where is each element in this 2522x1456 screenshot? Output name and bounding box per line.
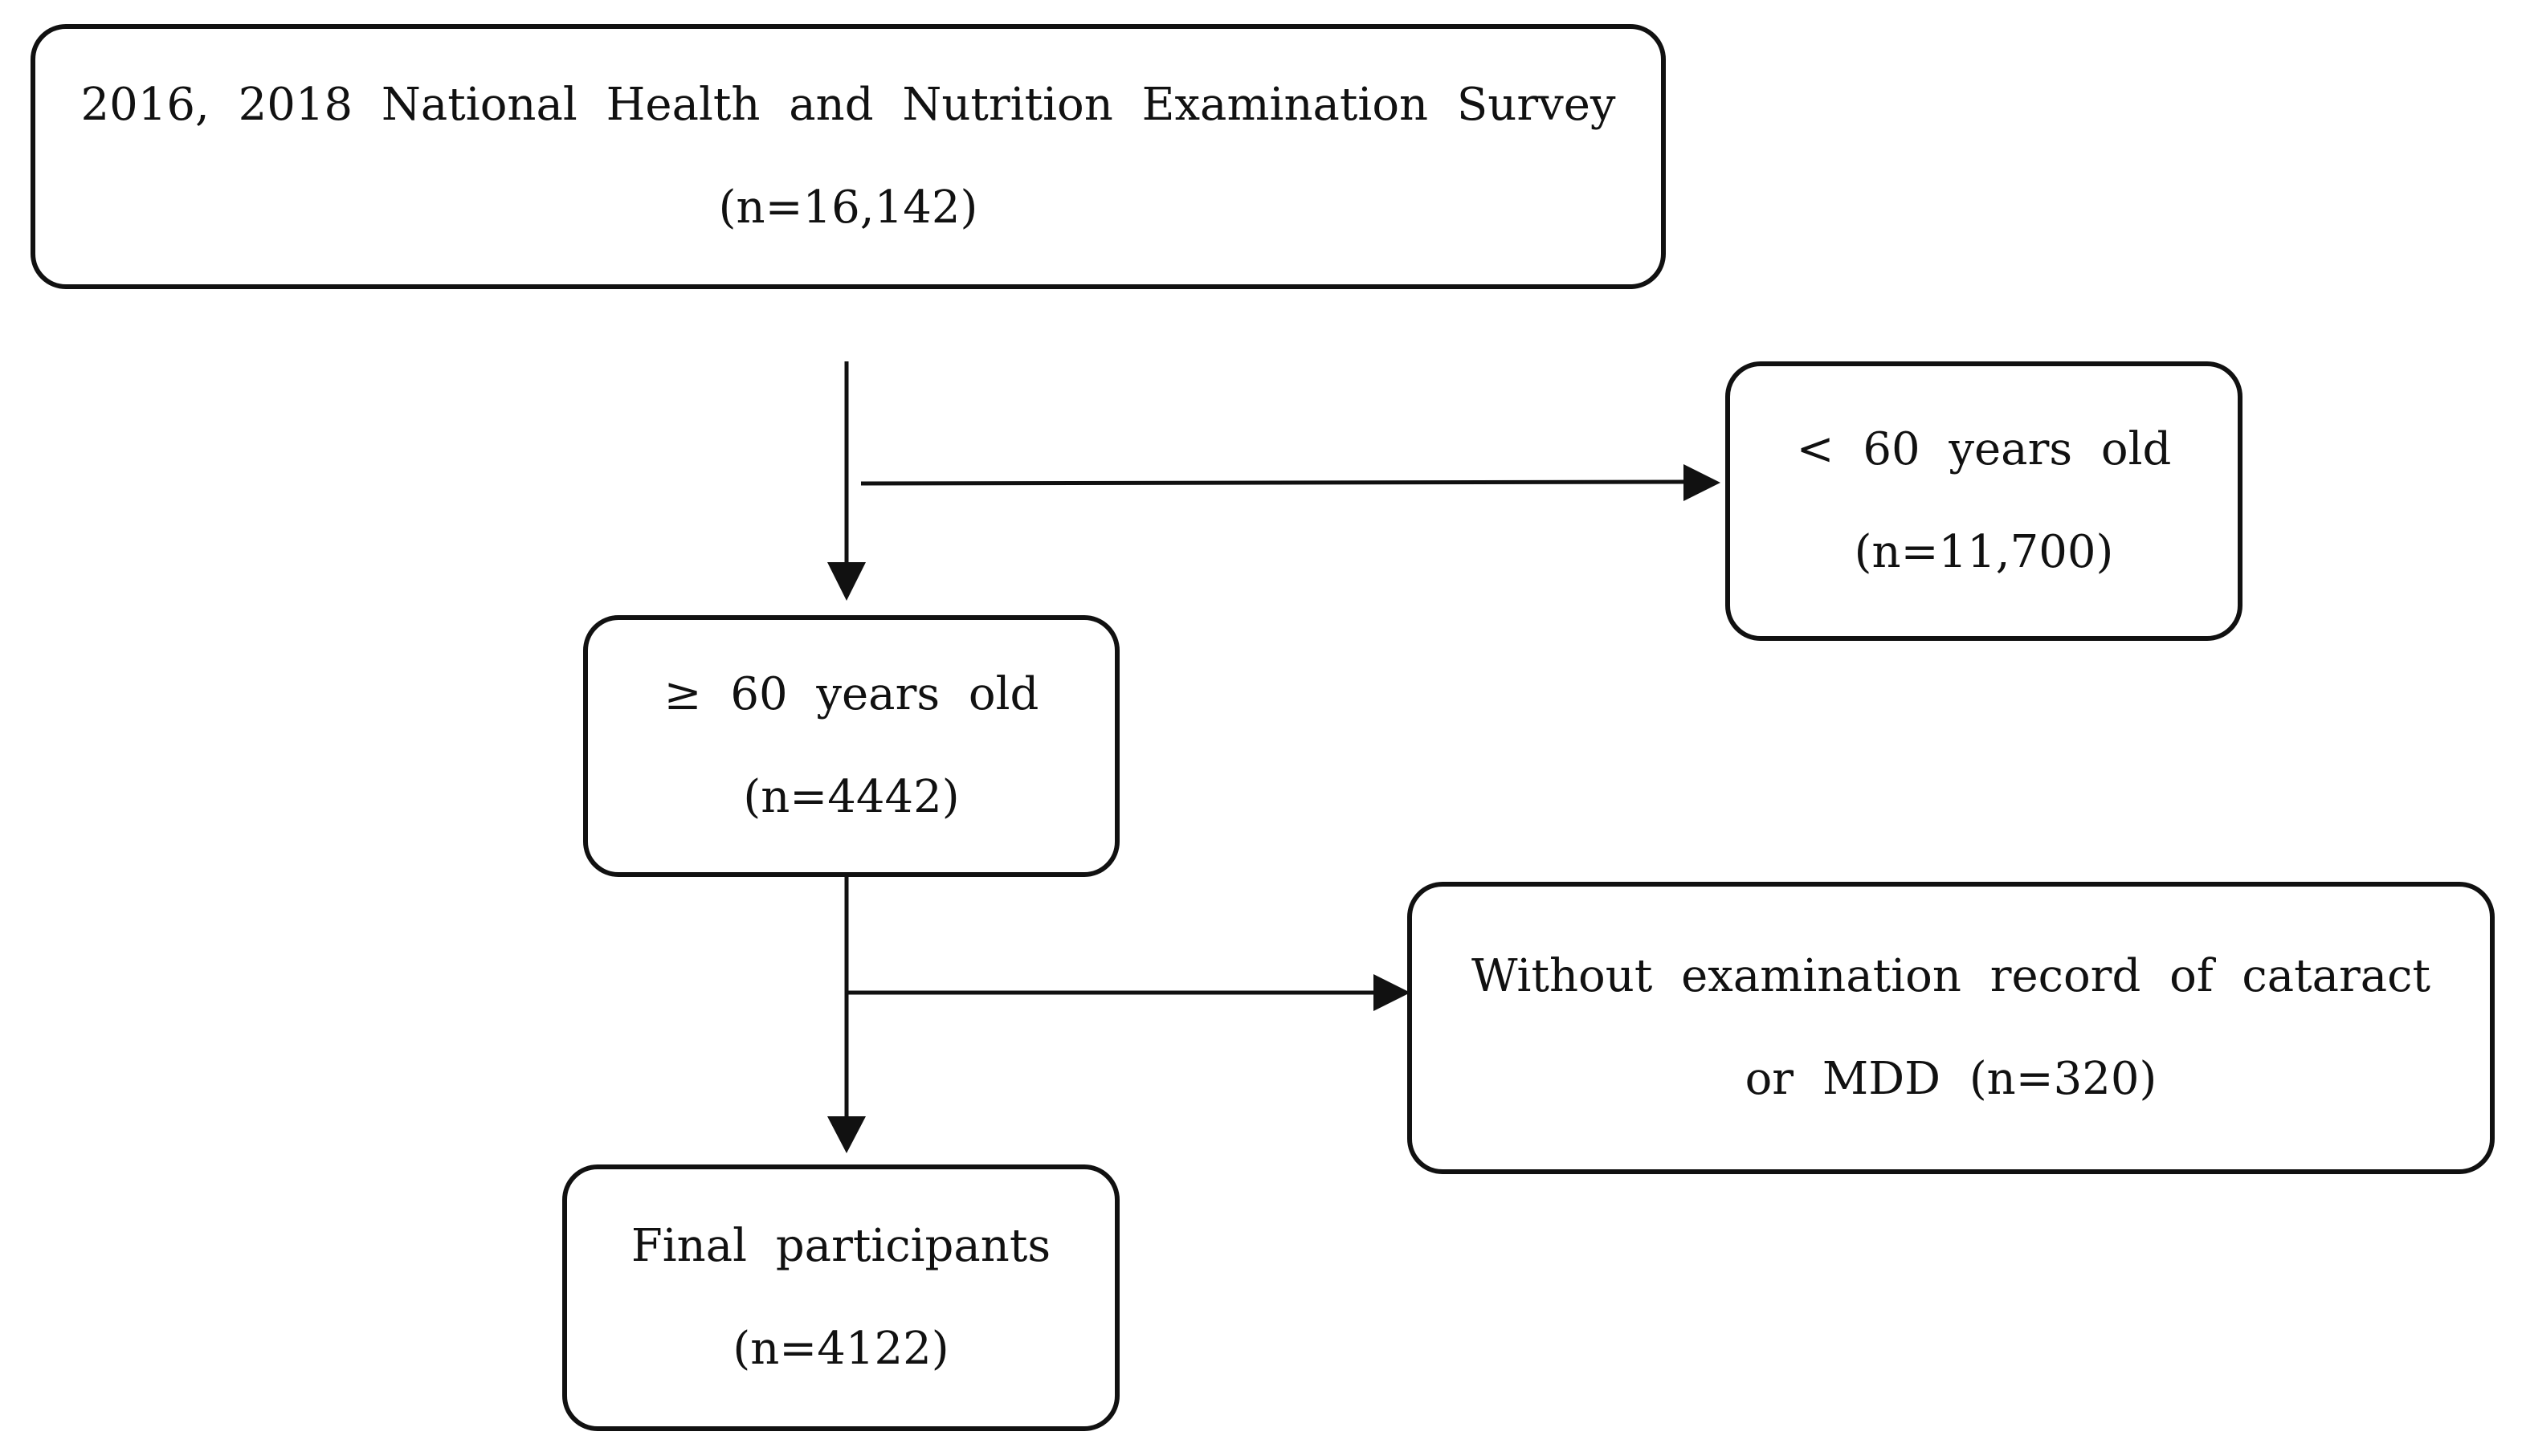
survey-box: 2016, 2018 National Health and Nutrition… <box>31 24 1666 289</box>
final-label: Final participants <box>630 1220 1051 1272</box>
under-60-box: < 60 years old (n=11,700) <box>1725 361 2242 641</box>
arrowhead-right-2 <box>1373 974 1410 1011</box>
over-60-label: ≥ 60 years old <box>663 668 1039 720</box>
arrowhead-right-1 <box>1683 464 1720 501</box>
over-60-count: (n=4442) <box>743 771 960 823</box>
excluded-count: or MDD (n=320) <box>1745 1053 2157 1105</box>
arrowhead-down-1 <box>827 562 866 601</box>
survey-count: (n=16,142) <box>718 181 978 234</box>
survey-title: 2016, 2018 National Health and Nutrition… <box>80 79 1616 131</box>
connector-to-under60 <box>860 479 1687 486</box>
under-60-label: < 60 years old <box>1796 423 2172 475</box>
arrowhead-down-2 <box>827 1116 866 1153</box>
final-participants-box: Final participants (n=4122) <box>562 1164 1120 1431</box>
excluded-box: Without examination record of cataract o… <box>1407 882 2495 1174</box>
final-count: (n=4122) <box>733 1323 949 1375</box>
over-60-box: ≥ 60 years old (n=4442) <box>583 615 1120 877</box>
under-60-count: (n=11,700) <box>1854 526 2114 578</box>
excluded-label: Without examination record of cataract <box>1471 950 2431 1002</box>
